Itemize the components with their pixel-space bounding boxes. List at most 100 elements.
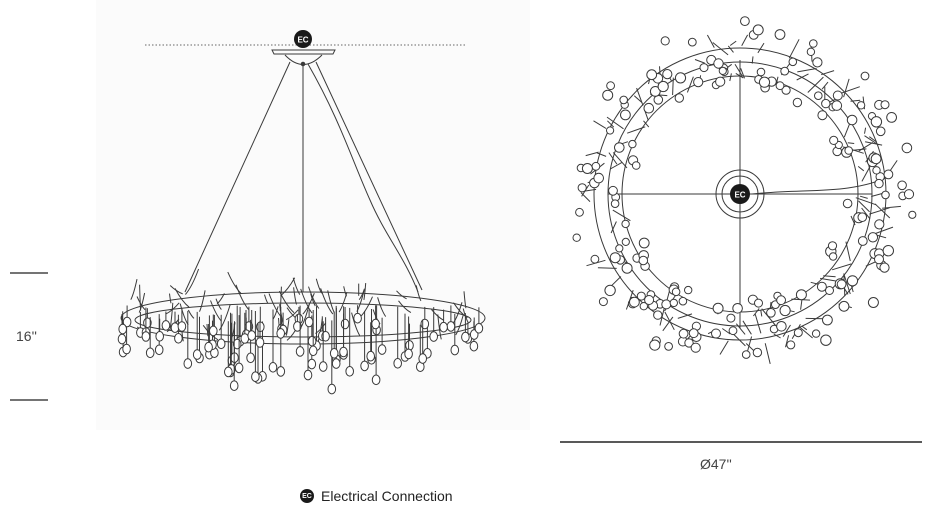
plan-bead bbox=[674, 93, 684, 103]
plan-bead bbox=[726, 313, 736, 323]
plan-sprig bbox=[732, 333, 746, 347]
glass-drop bbox=[161, 311, 171, 331]
plan-bead bbox=[822, 314, 833, 326]
plan-bead bbox=[829, 135, 839, 145]
plan-bead bbox=[649, 86, 661, 97]
glass-drop bbox=[420, 306, 430, 330]
plan-sprig bbox=[610, 221, 617, 234]
glass-drop bbox=[377, 317, 387, 355]
plan-bead bbox=[758, 76, 771, 88]
plan-sprig bbox=[796, 73, 809, 81]
branch bbox=[218, 304, 231, 331]
branch bbox=[358, 288, 365, 301]
plan-bead bbox=[653, 310, 663, 320]
branch bbox=[185, 268, 200, 295]
plan-sprig bbox=[740, 68, 745, 79]
ec-marker-plan: EC bbox=[730, 184, 750, 204]
plan-sprig bbox=[821, 70, 835, 76]
plan-sprig bbox=[855, 197, 877, 206]
plan-sprig bbox=[801, 325, 808, 331]
plan-sprig bbox=[607, 120, 615, 128]
plan-bead bbox=[756, 67, 766, 77]
plan-bead bbox=[872, 166, 881, 175]
plan-sprig bbox=[850, 215, 856, 226]
plan-sprig bbox=[712, 42, 729, 56]
plan-sprig bbox=[843, 123, 850, 138]
plan-sprig bbox=[876, 234, 887, 239]
branch bbox=[278, 290, 295, 314]
branch bbox=[280, 277, 296, 297]
ec-legend-icon: EC bbox=[300, 489, 314, 503]
glass-drop bbox=[418, 319, 428, 364]
plan-sprig bbox=[753, 308, 760, 317]
glass-drop bbox=[308, 310, 318, 357]
plan-bead bbox=[879, 262, 890, 273]
branch bbox=[235, 284, 249, 310]
plan-sprig bbox=[754, 313, 762, 334]
glass-drop bbox=[295, 305, 305, 357]
plan-bead bbox=[621, 219, 630, 229]
plan-bead bbox=[838, 300, 850, 312]
plan-bead bbox=[628, 139, 637, 149]
plan-bead bbox=[606, 81, 615, 91]
plan-bead bbox=[711, 328, 721, 339]
plan-sprig bbox=[799, 326, 813, 339]
plan-bead bbox=[621, 237, 630, 246]
plan-sprig bbox=[734, 63, 743, 77]
plan-sprig bbox=[820, 277, 839, 282]
glass-drop bbox=[246, 319, 255, 364]
glass-drop bbox=[240, 312, 250, 344]
plan-sprig bbox=[672, 77, 674, 96]
branch bbox=[455, 315, 464, 336]
ec-inner-ring bbox=[721, 175, 759, 213]
plan-bead bbox=[820, 334, 832, 346]
plan-sprig bbox=[610, 161, 623, 170]
branch bbox=[169, 293, 172, 304]
plan-bead bbox=[870, 153, 882, 165]
plan-bead bbox=[660, 36, 670, 46]
branch bbox=[174, 288, 190, 308]
glass-drop bbox=[209, 314, 218, 337]
glass-drop bbox=[450, 314, 460, 356]
plan-bead bbox=[825, 286, 834, 295]
glass-drop bbox=[118, 311, 127, 335]
plan-bead bbox=[671, 287, 681, 297]
plan-bead bbox=[688, 328, 699, 339]
plan-bead bbox=[776, 321, 787, 332]
branch bbox=[169, 285, 183, 295]
glass-drop bbox=[216, 314, 226, 350]
plan-bead bbox=[636, 291, 646, 301]
glass-drop bbox=[229, 323, 239, 392]
plan-bead bbox=[752, 24, 764, 36]
side-view-panel bbox=[96, 0, 530, 430]
branch bbox=[463, 291, 467, 309]
plan-bead bbox=[631, 161, 641, 170]
plan-bead bbox=[610, 199, 620, 208]
glass-drops bbox=[117, 305, 484, 395]
branch bbox=[210, 300, 222, 322]
glass-drop bbox=[461, 313, 470, 343]
plan-sprig bbox=[706, 34, 715, 48]
ec-outer-ring bbox=[715, 169, 765, 219]
glass-drop bbox=[371, 305, 380, 330]
plan-sprig bbox=[593, 120, 607, 129]
plan-bead bbox=[752, 347, 763, 358]
plan-bead bbox=[621, 262, 633, 274]
plan-bead bbox=[809, 39, 818, 48]
glass-drop bbox=[251, 311, 260, 383]
plan-sprig bbox=[633, 95, 643, 104]
plan-bead bbox=[664, 342, 673, 351]
plan-bead bbox=[604, 284, 616, 297]
plan-bead bbox=[754, 298, 763, 308]
branch bbox=[215, 298, 222, 310]
plan-bead bbox=[792, 97, 803, 108]
plan-sprig bbox=[843, 273, 851, 295]
plan-bead bbox=[649, 339, 661, 351]
branch bbox=[359, 296, 373, 318]
plan-bead bbox=[788, 57, 798, 67]
plan-bead bbox=[661, 299, 672, 310]
ec-label-side: EC bbox=[297, 36, 308, 45]
plan-bead bbox=[870, 116, 883, 128]
plan-sprig bbox=[857, 166, 865, 172]
plan-bead bbox=[718, 66, 727, 76]
